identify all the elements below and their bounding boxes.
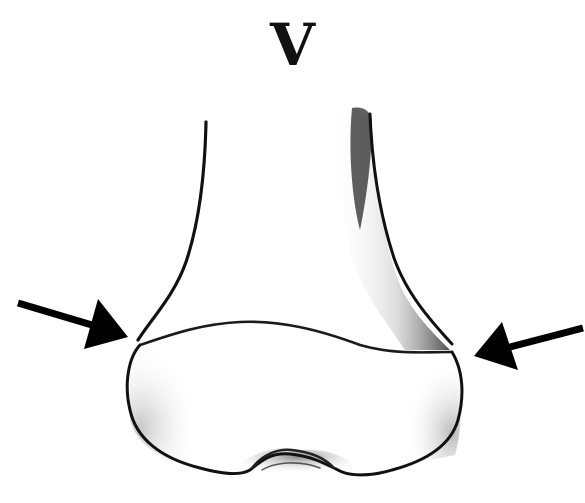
shaft-left-edge	[138, 122, 206, 340]
shaft-shading	[330, 114, 450, 351]
condyle-shading-right	[380, 348, 461, 470]
left-arrow	[18, 299, 128, 349]
left-arrow-shaft	[18, 303, 92, 325]
right-arrow-shaft	[510, 328, 583, 347]
condyle-shading-left	[130, 330, 230, 470]
right-arrow	[474, 322, 583, 370]
